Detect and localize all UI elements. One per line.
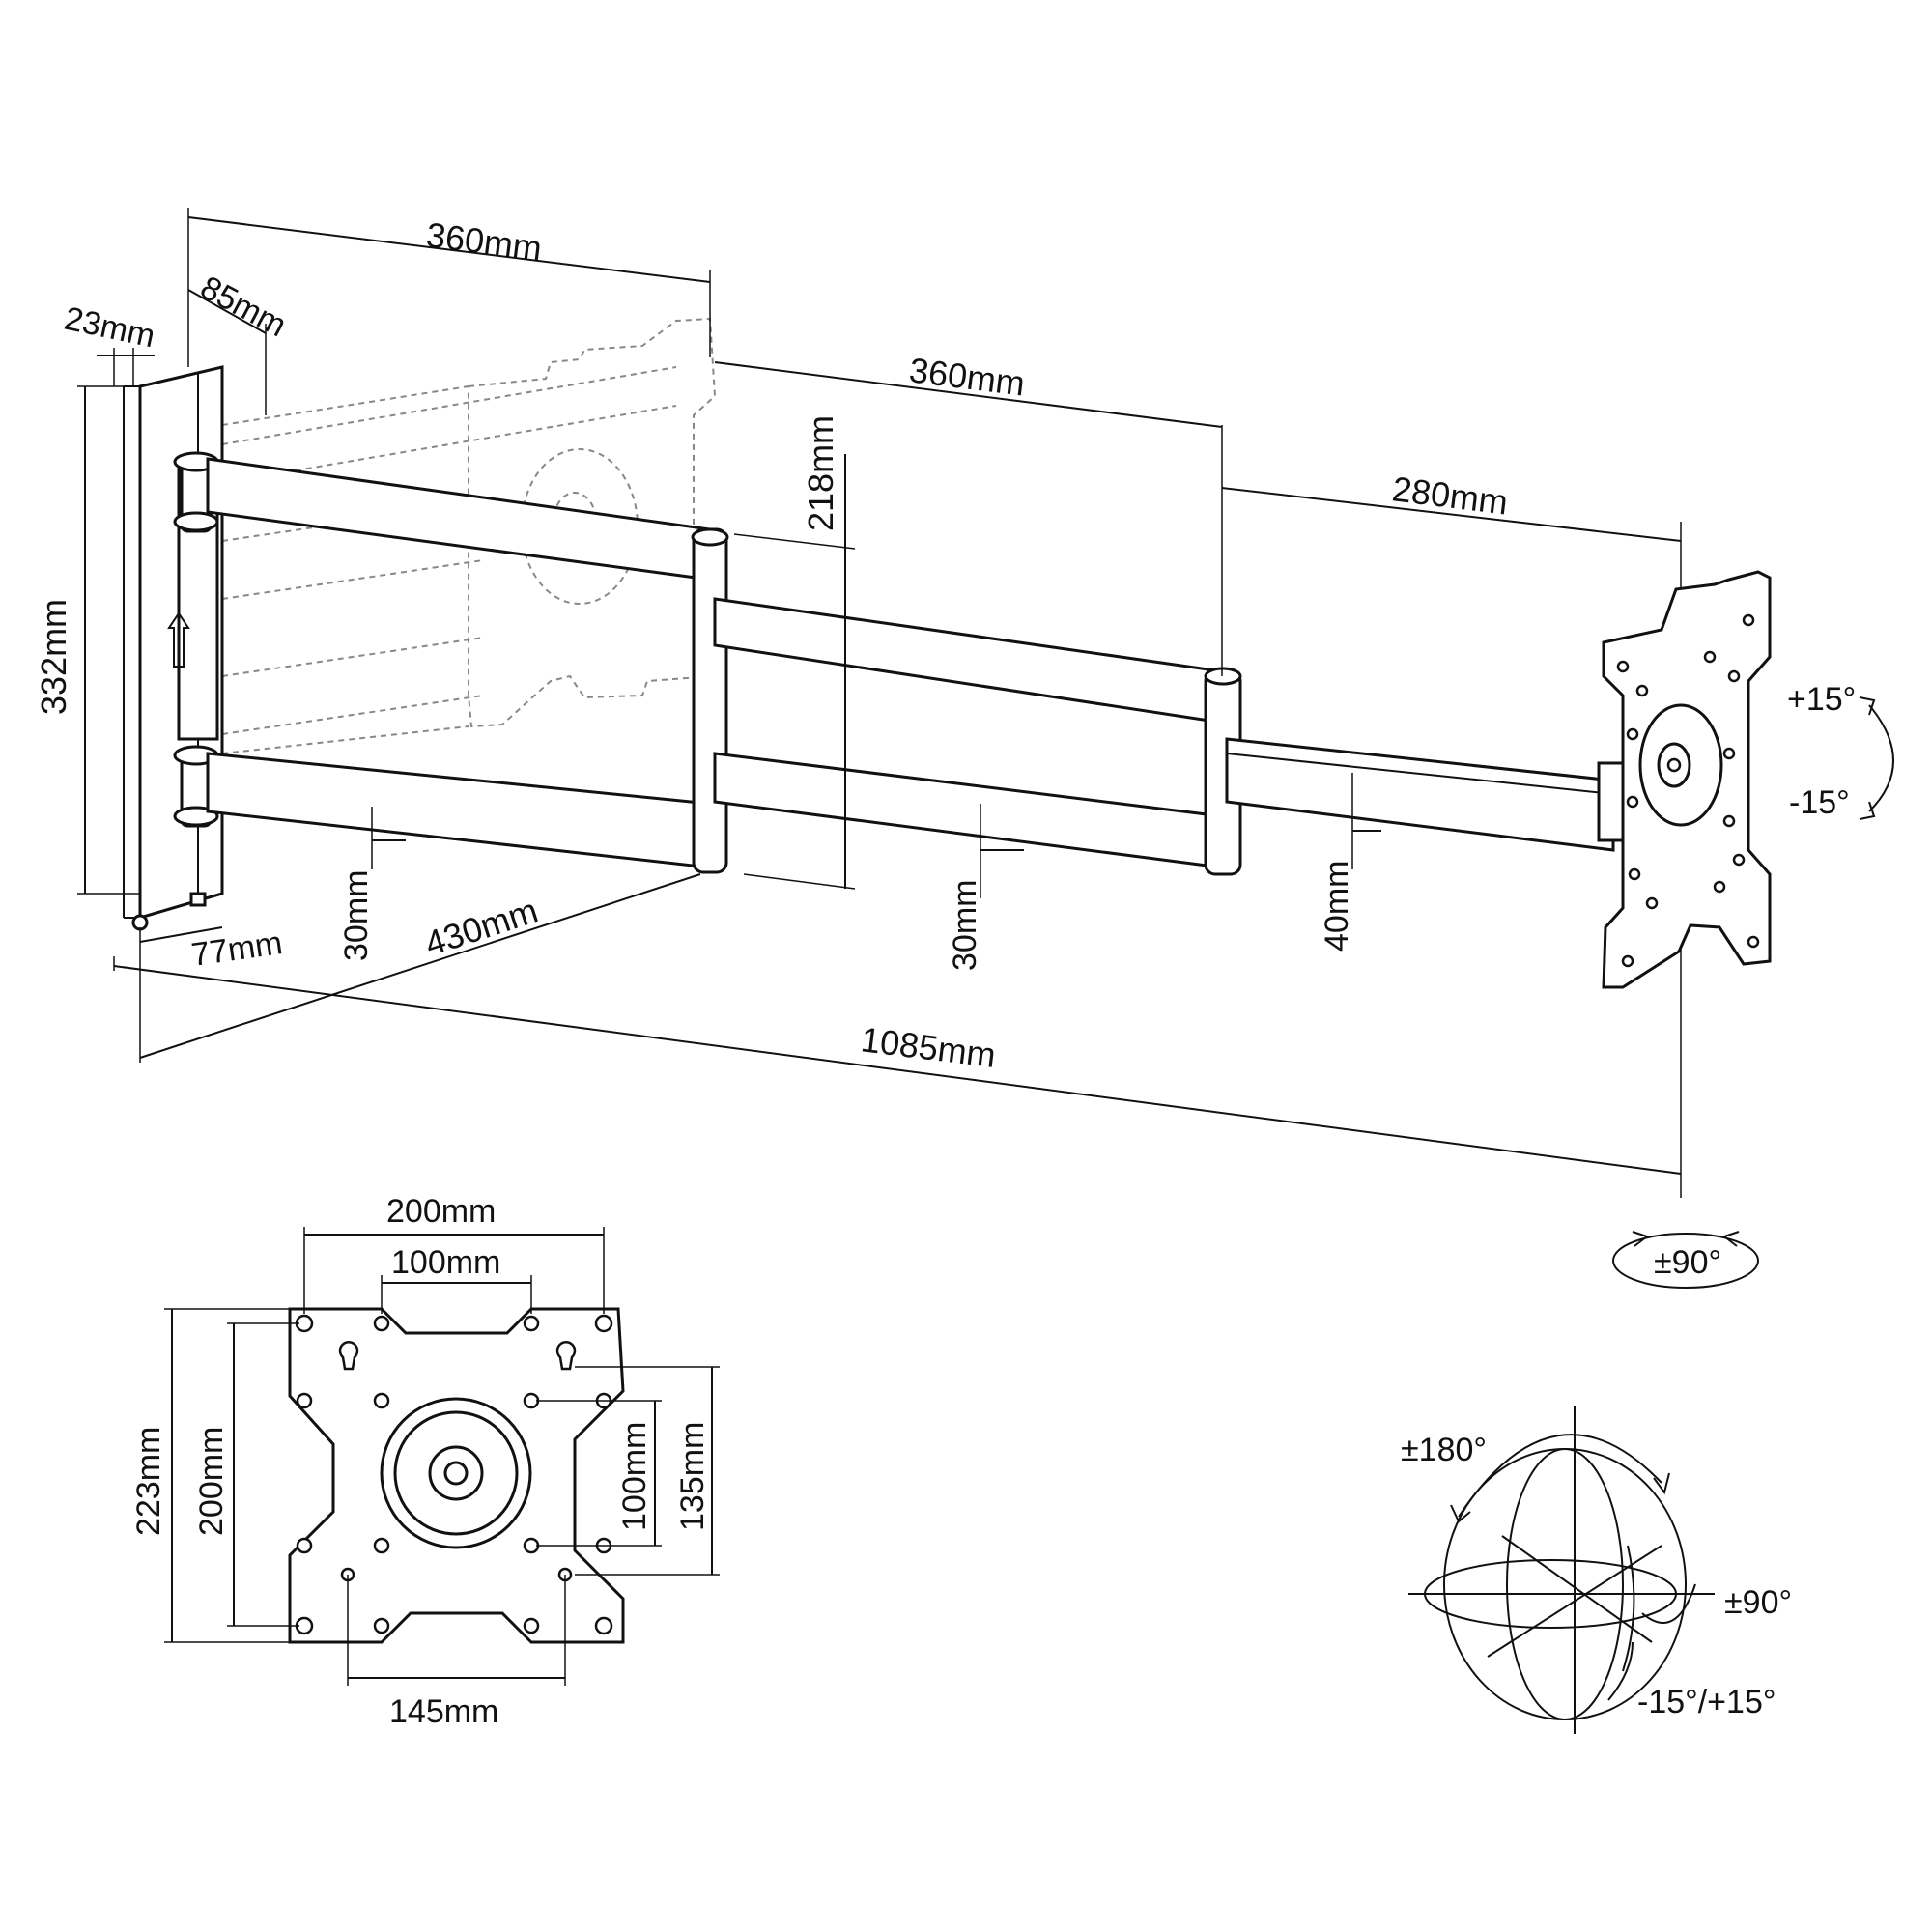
label-tilt-up: +15° [1787, 681, 1856, 718]
wall-hinge [173, 451, 219, 828]
label-wall-bottom: 77mm [189, 924, 285, 974]
label-wall-thickness: 23mm [61, 300, 157, 355]
label-vesa-slot-height: 135mm [674, 1422, 711, 1531]
label-wall-height: 332mm [34, 599, 73, 715]
main-dimension-lines [77, 208, 1894, 1289]
label-tilt-down: -15° [1789, 784, 1850, 821]
rotation-labels: ±180° ±90° -15°/+15° [1401, 1432, 1792, 1720]
main-dimension-labels: 360mm 85mm 23mm 332mm 360mm 218mm 280mm … [34, 214, 1856, 1281]
label-rotate: ±180° [1401, 1432, 1487, 1468]
label-arm2-tube: 30mm [947, 880, 983, 971]
arm-1 [206, 457, 729, 874]
vesa-dimension-labels: 200mm 100mm 223mm 200mm 100mm 135mm 145m… [130, 1193, 711, 1730]
label-arm1-tube: 30mm [338, 870, 375, 961]
vesa-dimension-lines [164, 1227, 720, 1686]
tilt-head-vesa-plate [1602, 570, 1772, 989]
label-vesa-slot-width: 145mm [389, 1693, 498, 1730]
label-vesa-plate-height: 223mm [130, 1427, 167, 1536]
vesa-plate-detail [288, 1307, 625, 1644]
label-swivel: ±90° [1654, 1244, 1721, 1281]
arm-2 [713, 597, 1242, 876]
label-plate-offset: 85mm [194, 270, 292, 345]
label-vesa-inner-width: 100mm [391, 1244, 500, 1281]
label-arm3-length: 280mm [1390, 469, 1510, 522]
wall-plate [123, 365, 224, 931]
label-arm3-tube: 40mm [1319, 861, 1355, 952]
label-vesa-outer-width: 200mm [386, 1193, 496, 1230]
label-vesa-inner-height: 100mm [616, 1422, 653, 1531]
rotation-globe [1408, 1406, 1715, 1734]
label-arm-height: 218mm [801, 415, 840, 531]
label-top-depth: 360mm [424, 214, 544, 268]
label-arm2-length: 360mm [907, 350, 1027, 403]
label-rotation-tilt: -15°/+15° [1637, 1684, 1776, 1720]
label-arm1-length: 430mm [420, 891, 543, 964]
arm-3 [1225, 737, 1630, 852]
label-rotation-swivel: ±90° [1724, 1584, 1792, 1621]
label-vesa-outer-height: 200mm [193, 1427, 230, 1536]
